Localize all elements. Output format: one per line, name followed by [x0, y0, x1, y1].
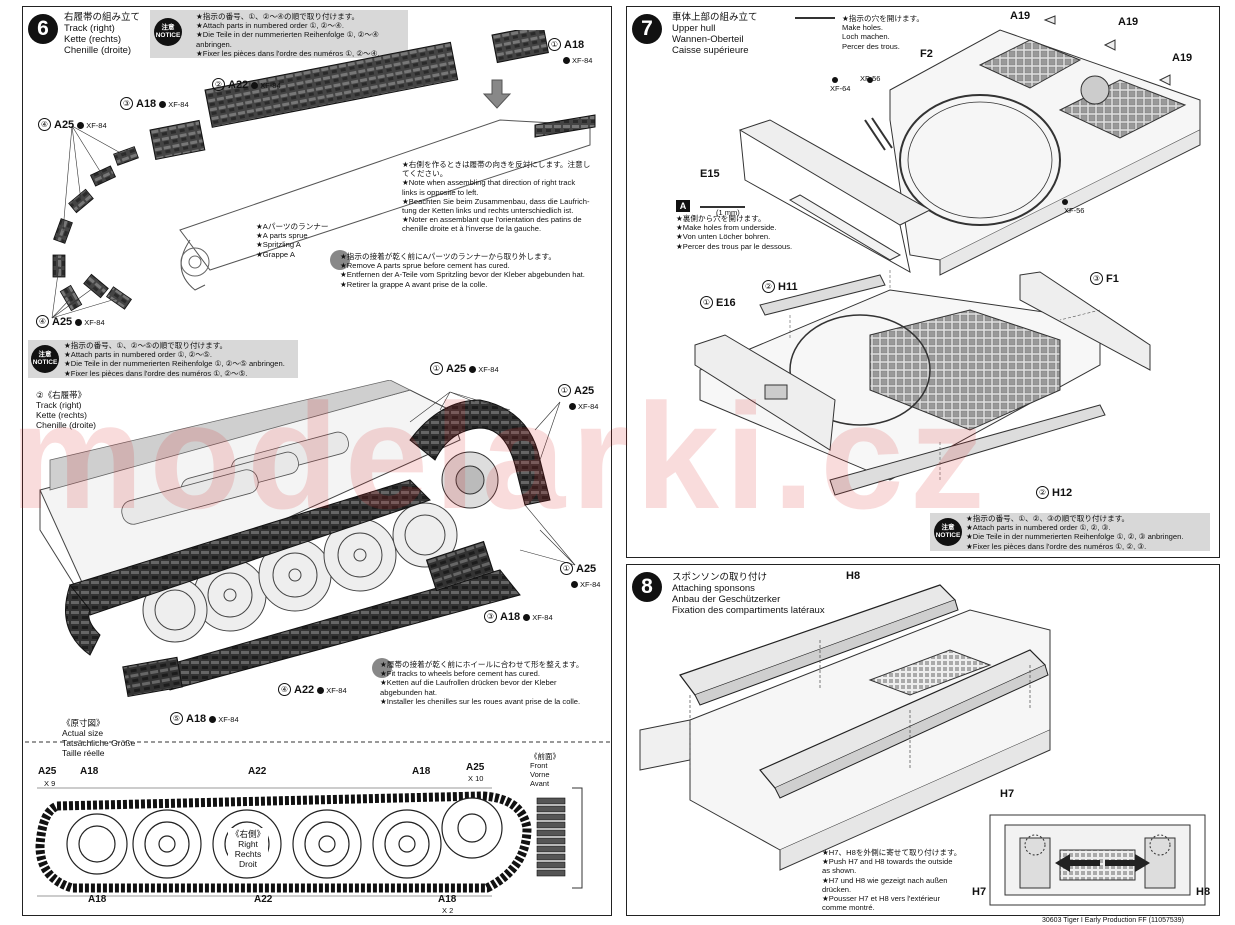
glue-icon	[330, 250, 350, 270]
actual-size-divider	[25, 741, 610, 743]
notice-box-2	[28, 340, 298, 378]
notice-box-1	[150, 10, 408, 58]
holes-under-note: ★裏側から穴を開けます。★Make holes from underside.★…	[676, 214, 793, 251]
paint-a25-1c: XF-84	[568, 580, 600, 589]
drill-size: (1 mm)	[716, 208, 740, 217]
notice-box-3	[930, 513, 1210, 551]
track-title-2: ②《右履帯》Track (right)Kette (rechts)Chenill…	[36, 390, 96, 430]
glue-icon-2	[372, 658, 392, 678]
note-fit-tracks: ★履帯の接着が乾く前にホイールに合わせて形を整えます。★Fit tracks t…	[380, 660, 584, 706]
paint-a25-1b: XF-84	[566, 402, 598, 411]
footer-text: 30603 Tiger I Early Production FF (11057…	[1042, 917, 1184, 924]
measure-a18-bottom-left: A18	[88, 894, 107, 905]
hull-track-diagram	[39, 380, 576, 698]
note-right-track: ★右側を作るときは履帯の向きを反対にします。注意してください。★Note whe…	[402, 160, 591, 234]
step-6-number: 6	[28, 14, 58, 44]
label-h8-top: H8	[846, 570, 861, 582]
upper-hull-diagram	[694, 15, 1201, 496]
measure-x9: X 9	[44, 779, 56, 788]
paint-a18-1: XF-84	[560, 56, 592, 65]
push-note: ★H7、H8を外側に寄せて取り付けます。★Push H7 and H8 towa…	[822, 848, 962, 913]
label-a19-3: A19	[1172, 52, 1193, 64]
measure-a22-bottom: A22	[254, 894, 273, 905]
drill-tag-a: A	[676, 200, 690, 212]
label-h7-inset: H7	[972, 886, 987, 898]
step-7-number: 7	[632, 14, 662, 44]
notice-text-1: ★指示の番号、①、②～④の順で取り付けます。★Attach parts in n…	[196, 12, 380, 58]
sprue-note: ★Aパーツのランナー★A parts sprue★Spritzling A★Gr…	[256, 222, 329, 259]
measure-a25-top: A25	[466, 762, 485, 773]
label-e15: E15	[700, 168, 720, 180]
label-h8-inset: H8	[1196, 886, 1211, 898]
label-xf56-bottom: XF-56	[1064, 206, 1085, 215]
label-h7-mid: H7	[1000, 788, 1015, 800]
measure-x2: X 2	[442, 906, 454, 915]
label-xf64: XF-64	[830, 84, 851, 93]
actual-size-track-diagram	[35, 787, 583, 897]
label-a19-2: A19	[1118, 16, 1139, 28]
measure-a18-left: A18	[80, 766, 99, 777]
notice-text-3: ★指示の番号、①、②、③の順で取り付けます。★Attach parts in n…	[966, 514, 1184, 551]
step-8-number: 8	[632, 572, 662, 602]
label-f2: F2	[920, 48, 933, 60]
measure-a25-left: A25	[38, 766, 57, 777]
label-a19-1: A19	[1010, 10, 1031, 22]
measure-a18-bottom-right: A18	[438, 894, 457, 905]
measure-a18-top: A18	[412, 766, 431, 777]
measure-x10: X 10	[468, 774, 484, 783]
track-assembly-diagram-top	[51, 30, 596, 319]
label-xf56-top: XF-56	[860, 74, 881, 83]
measure-a22-top: A22	[248, 766, 267, 777]
notice-text-2: ★指示の番号、①、②～⑤の順で取り付けます。★Attach parts in n…	[64, 341, 285, 378]
note-remove-sprue: ★指示の接着が乾く前にAパーツのランナーから取り外します。★Remove A p…	[340, 252, 585, 289]
step-6-title: 右履帯の組み立て Track (right) Kette (rechts) Ch…	[64, 12, 141, 56]
holes-top-note: ★指示の穴を開けます。Make holes.Loch machen.Percer…	[842, 14, 924, 51]
sponson-diagram	[639, 584, 1206, 906]
